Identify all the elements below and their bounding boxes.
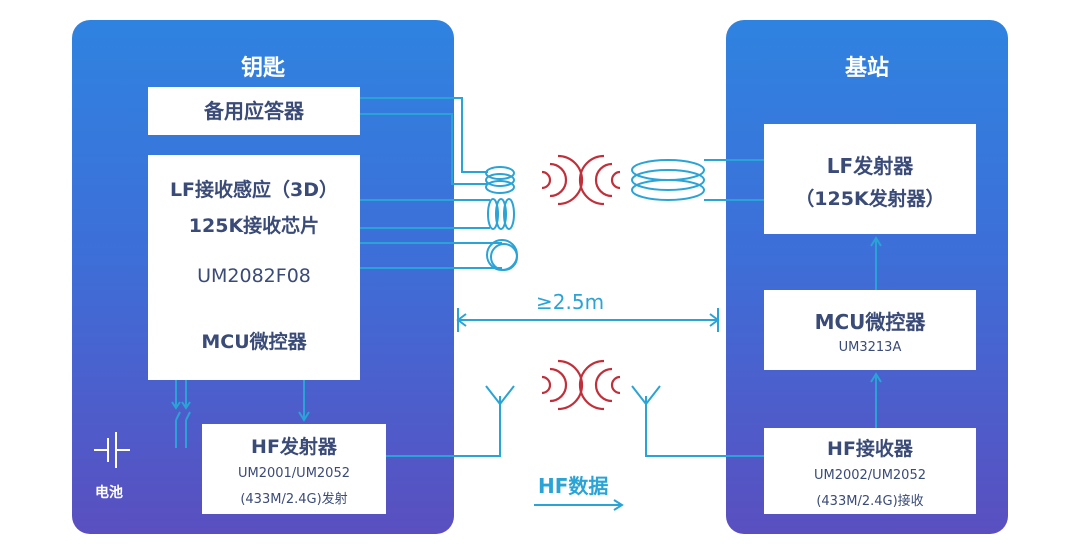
key-hf-title: HF发射器 (251, 436, 337, 458)
backup-wire-1 (360, 97, 488, 173)
backup-wire-2 (360, 113, 488, 185)
key-mcu-label: MCU微控器 (201, 331, 307, 353)
hf-data-label: HF数据 (538, 474, 609, 498)
key-hf-antenna (386, 396, 501, 457)
backup-responder-label: 备用应答器 (204, 99, 304, 123)
key-hf-band: (433M/2.4G)发射 (240, 492, 348, 507)
key-title: 钥匙 (240, 56, 285, 81)
lf-receiver-label: LF接收感应（3D） (169, 179, 339, 201)
base-lf-subtitle: （125K发射器） (795, 188, 945, 210)
lf-receiver-mcu-box: LF接收感应（3D） 125K接收芯片 UM2082F08 MCU微控器 (148, 155, 360, 380)
base-hf-band: (433M/2.4G)接收 (816, 494, 924, 509)
base-hf-antenna (645, 396, 764, 457)
base-hf-receiver-box: HF接收器 UM2002/UM2052 (433M/2.4G)接收 (764, 428, 976, 514)
lf-receive-coil-y (487, 198, 499, 230)
base-mcu-chip: UM3213A (838, 340, 902, 355)
distance-label: ≥2.5m (536, 290, 605, 314)
base-lf-title: LF发射器 (826, 154, 914, 178)
base-mcu-box: MCU微控器 UM3213A (764, 290, 976, 370)
base-hf-title: HF接收器 (827, 438, 913, 460)
backup-responder-box: 备用应答器 (148, 87, 360, 135)
battery-label: 电池 (95, 485, 123, 501)
hf-wireless-waves (541, 359, 621, 411)
base-hf-model: UM2002/UM2052 (813, 468, 926, 483)
base-mcu-label: MCU微控器 (814, 310, 926, 334)
base-station-title: 基站 (844, 56, 889, 81)
lf-wireless-waves (541, 154, 621, 206)
lf-chip-type-label: 125K接收芯片 (188, 215, 320, 237)
battery-icon (94, 432, 130, 468)
lf-receive-coil-x (485, 166, 515, 180)
base-lf-transmitter-box: LF发射器 （125K发射器） (764, 124, 976, 234)
key-hf-model: UM2001/UM2052 (237, 466, 350, 481)
lf-chip-model: UM2082F08 (197, 265, 311, 287)
key-hf-transmitter-box: HF发射器 UM2001/UM2052 (433M/2.4G)发射 (202, 424, 386, 514)
